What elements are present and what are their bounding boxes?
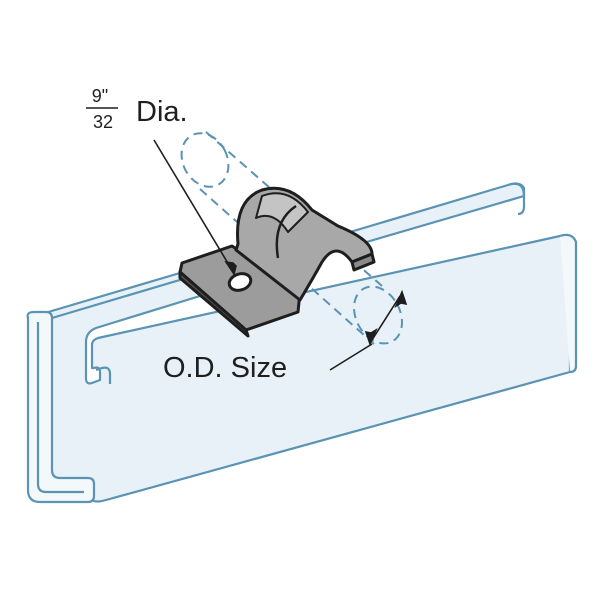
hole-leader bbox=[153, 139, 237, 276]
hole-dia-denominator: 32 bbox=[93, 112, 113, 132]
od-arrowhead-bottom bbox=[364, 328, 378, 347]
clamp-right-lip bbox=[350, 252, 376, 272]
hole-dia-numerator: 9" bbox=[92, 86, 108, 106]
od-leader-line bbox=[329, 343, 373, 371]
clamp-tab-edge bbox=[178, 270, 250, 338]
pipe-far-end bbox=[180, 132, 230, 188]
hole-dia-suffix: Dia. bbox=[136, 96, 188, 128]
pipe-top-line bbox=[205, 131, 383, 287]
pipe-bottom-line bbox=[199, 188, 375, 345]
od-dimension-line bbox=[371, 295, 401, 341]
hole-leader-arrowhead bbox=[224, 260, 237, 276]
od-dimension bbox=[329, 289, 408, 371]
channel-left-end-inner bbox=[36, 322, 84, 494]
channel-right-end bbox=[559, 233, 578, 374]
od-size-label: O.D. Size bbox=[163, 352, 287, 384]
pipe-clamp bbox=[178, 186, 376, 338]
channel-left-end-outer bbox=[26, 310, 96, 504]
clamp-mounting-hole bbox=[227, 272, 253, 292]
od-arrowhead-top bbox=[394, 289, 408, 308]
hole-diameter-callout: 9" 32 Dia. bbox=[86, 86, 188, 132]
channel-top-edge bbox=[51, 272, 201, 320]
channel-front-lip bbox=[95, 366, 112, 384]
channel-back-lip-end bbox=[507, 182, 526, 216]
clamp-saddle-groove bbox=[275, 204, 297, 259]
strut-channel bbox=[26, 182, 578, 504]
clamp-saddle-highlight bbox=[255, 192, 309, 233]
